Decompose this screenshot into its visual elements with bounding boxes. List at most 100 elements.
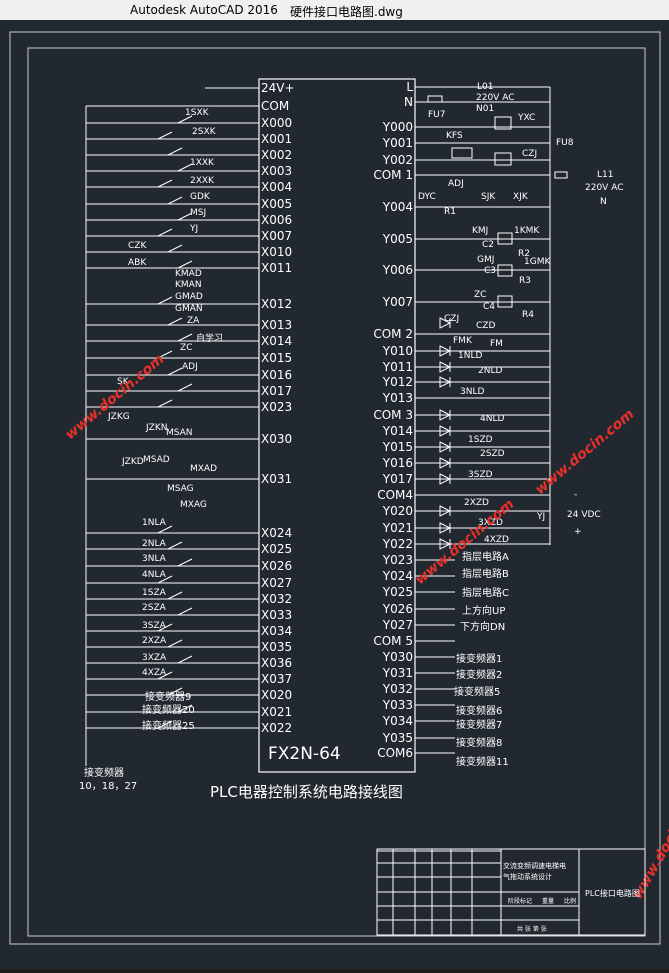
wire bbox=[167, 367, 183, 376]
right-component-label: 1GMK bbox=[524, 257, 551, 267]
wire bbox=[157, 623, 173, 632]
plc-input-pin: X025 bbox=[261, 542, 292, 556]
app-title: Autodesk AutoCAD 2016 bbox=[130, 3, 278, 17]
plc-output-pin: Y010 bbox=[382, 344, 413, 358]
right-component-label: 接变频器1 bbox=[456, 652, 502, 665]
plc-input-pin: X014 bbox=[261, 334, 292, 348]
plc-input-pin: X037 bbox=[261, 672, 292, 686]
right-component-label: CZD bbox=[476, 321, 495, 331]
right-component-label: KFS bbox=[446, 131, 463, 141]
left-component-label: 接变频器9 bbox=[145, 690, 191, 703]
plc-input-pin: X035 bbox=[261, 640, 292, 654]
right-component-label: C2 bbox=[482, 240, 494, 250]
right-component-label: 3SZD bbox=[468, 470, 493, 480]
plc-output-pin: N bbox=[404, 95, 413, 109]
right-component-label: 2XZD bbox=[464, 498, 489, 508]
right-component-label: 指层电路B bbox=[462, 567, 509, 580]
plc-output-pin: Y027 bbox=[382, 618, 413, 632]
right-component-label: R3 bbox=[519, 276, 531, 286]
component-box bbox=[494, 116, 512, 130]
wire bbox=[167, 244, 183, 253]
plc-input-pin: X003 bbox=[261, 164, 292, 178]
wire bbox=[157, 575, 173, 584]
diode-symbol bbox=[439, 538, 452, 550]
right-component-label: 接变频器7 bbox=[456, 718, 502, 731]
left-component-label: YJ bbox=[189, 224, 198, 234]
wire bbox=[177, 655, 193, 664]
left-component-label: 4NLA bbox=[142, 570, 167, 580]
plc-output-pin: Y021 bbox=[382, 521, 413, 535]
left-component-label: MSAN bbox=[166, 428, 193, 438]
right-component-label: 220V AC bbox=[585, 183, 623, 193]
wire bbox=[177, 607, 193, 616]
left-component-label: 10，18，27 bbox=[79, 781, 137, 792]
left-component-label: MSAG bbox=[167, 484, 194, 494]
plc-input-pin: X034 bbox=[261, 624, 292, 638]
right-component-label: 220V AC bbox=[476, 93, 514, 103]
right-component-label: 指层电路A bbox=[462, 550, 509, 563]
left-component-label: 3SZA bbox=[142, 621, 167, 631]
left-component-label: 接变频器 bbox=[84, 766, 124, 779]
wire bbox=[167, 196, 183, 205]
diode-symbol bbox=[439, 425, 452, 437]
left-component-label: CZK bbox=[128, 241, 147, 251]
left-component-label: KMAD bbox=[175, 269, 202, 279]
plc-input-pin: X023 bbox=[261, 400, 292, 414]
plc-input-pin: X026 bbox=[261, 559, 292, 573]
diode-symbol bbox=[439, 457, 452, 469]
plc-output-pin: COM 3 bbox=[373, 408, 413, 422]
plc-output-pin: Y034 bbox=[382, 714, 413, 728]
left-component-label: ZC bbox=[180, 343, 192, 353]
right-component-label: 2NLD bbox=[478, 366, 502, 376]
wire bbox=[157, 399, 173, 408]
component-box bbox=[497, 264, 513, 277]
left-component-label: 2NLA bbox=[142, 539, 167, 549]
plc-output-pin: Y007 bbox=[382, 295, 413, 309]
left-component-label: 1XXK bbox=[190, 158, 215, 168]
plc-output-pin: Y032 bbox=[382, 682, 413, 696]
plc-output-pin: Y005 bbox=[382, 232, 413, 246]
left-component-label: SK bbox=[117, 377, 130, 387]
right-component-label: 4XZD bbox=[484, 535, 509, 545]
plc-output-pin: Y035 bbox=[382, 731, 413, 745]
diode-symbol bbox=[439, 441, 452, 453]
right-component-label: 4NLD bbox=[480, 414, 504, 424]
diode-symbol bbox=[439, 409, 452, 421]
right-component-label: R1 bbox=[444, 207, 456, 217]
right-component-label: 接变频器11 bbox=[456, 755, 509, 768]
left-component-label: 1SXK bbox=[185, 108, 210, 118]
right-component-label: 上方向UP bbox=[462, 604, 505, 617]
right-component-label: 下方向DN bbox=[460, 620, 505, 633]
left-component-label: GDK bbox=[190, 192, 211, 202]
plc-box bbox=[258, 78, 416, 773]
right-component-label: CZJ bbox=[522, 149, 537, 159]
left-component-label: MXAD bbox=[190, 464, 217, 474]
plc-input-pin: X000 bbox=[261, 116, 292, 130]
plc-output-pin: Y031 bbox=[382, 666, 413, 680]
wire bbox=[167, 147, 183, 156]
right-component-label: 指层电路C bbox=[462, 586, 509, 599]
plc-output-pin: Y006 bbox=[382, 263, 413, 277]
left-component-label: 1NLA bbox=[142, 518, 167, 528]
plc-input-pin: X001 bbox=[261, 132, 292, 146]
plc-input-pin: X033 bbox=[261, 608, 292, 622]
diode-symbol bbox=[439, 376, 452, 388]
diode-symbol bbox=[439, 522, 452, 534]
plc-input-pin: X017 bbox=[261, 384, 292, 398]
right-component-label: 3XZD bbox=[478, 518, 503, 528]
title-block-project: 气拖动系统设计 bbox=[503, 872, 552, 881]
right-component-label: + bbox=[574, 527, 582, 537]
right-component-label: KMJ bbox=[472, 226, 488, 236]
wire bbox=[157, 350, 173, 359]
plc-input-pin: X032 bbox=[261, 592, 292, 606]
right-component-label: N01 bbox=[476, 104, 494, 114]
right-component-label: N bbox=[600, 197, 607, 207]
wire bbox=[167, 687, 183, 696]
plc-input-pin: X007 bbox=[261, 229, 292, 243]
right-component-label: L01 bbox=[477, 82, 493, 92]
plc-input-pin: X027 bbox=[261, 576, 292, 590]
left-component-label: 接变频器25 bbox=[142, 719, 195, 732]
right-component-label: R4 bbox=[522, 310, 534, 320]
right-component-label: 1NLD bbox=[458, 351, 482, 361]
